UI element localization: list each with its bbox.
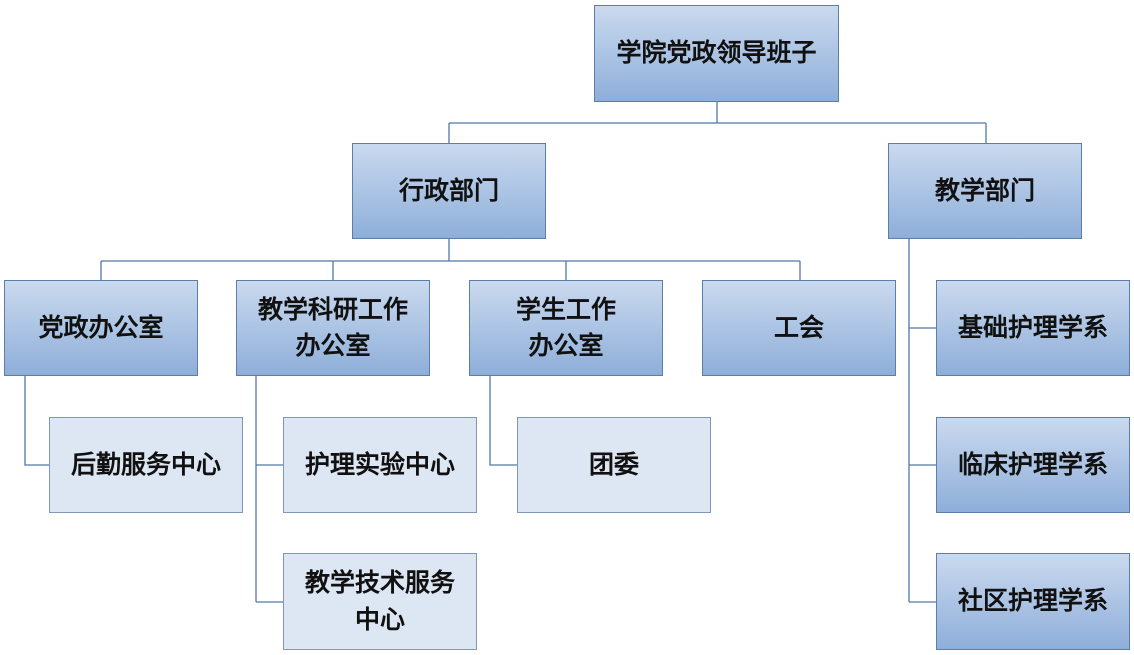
connector-party-office-to-logistics: [24, 376, 49, 466]
node-community-nursing-dept: 社区护理学系: [936, 553, 1130, 650]
node-nursing-lab-center: 护理实验中心: [283, 417, 477, 513]
node-youth-league: 团委: [517, 417, 711, 513]
node-teaching-department: 教学部门: [888, 143, 1082, 239]
node-party-office: 党政办公室: [4, 280, 198, 376]
connector-teaching-to-departments: [908, 239, 936, 603]
connector-research-office-to-centers: [255, 376, 283, 603]
node-research-office: 教学科研工作 办公室: [236, 280, 430, 376]
node-union: 工会: [702, 280, 896, 376]
node-clinical-nursing-dept: 临床护理学系: [936, 417, 1130, 513]
connector-root-to-departments: [448, 102, 987, 143]
node-logistics-center: 后勤服务中心: [49, 417, 243, 513]
node-student-office: 学生工作 办公室: [469, 280, 663, 376]
node-root-leadership: 学院党政领导班子: [594, 5, 839, 102]
node-basic-nursing-dept: 基础护理学系: [936, 280, 1130, 376]
node-teaching-tech-service-center: 教学技术服务 中心: [283, 553, 477, 650]
node-admin-department: 行政部门: [352, 143, 546, 239]
connector-admin-to-offices: [100, 239, 801, 280]
connector-student-office-to-youth-league: [489, 376, 517, 466]
